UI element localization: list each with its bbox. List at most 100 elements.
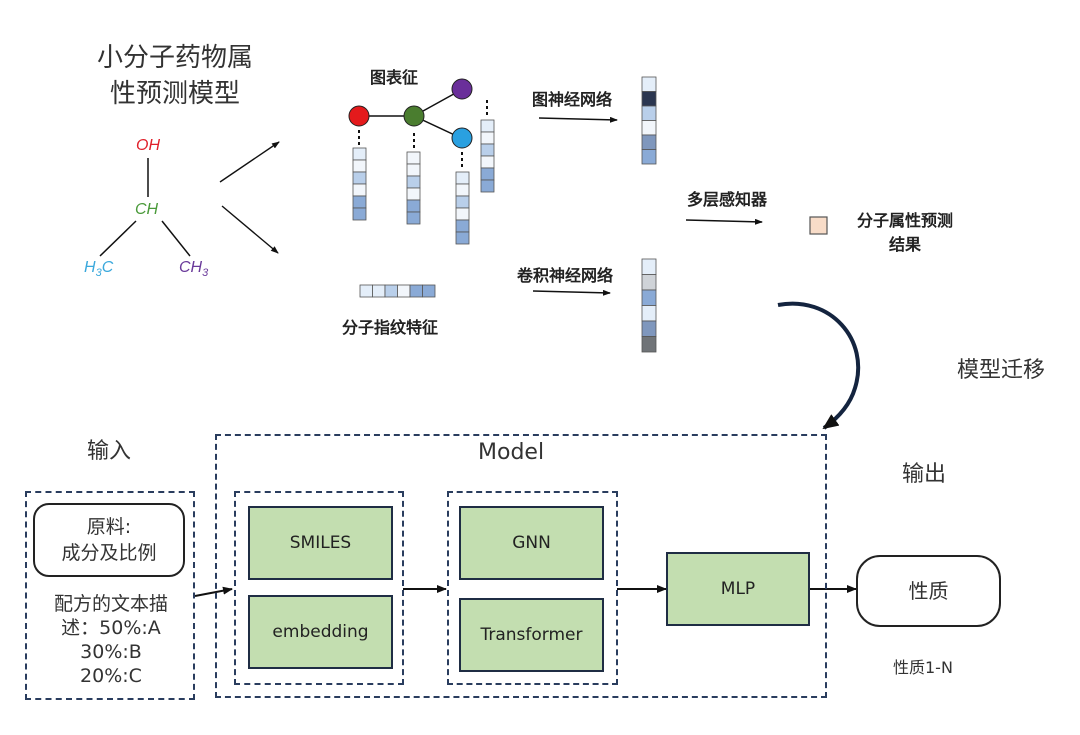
- vector-cell: [352, 195, 367, 209]
- arrow-input-to-model: [194, 586, 233, 597]
- output-property-box[interactable]: 性质: [856, 555, 1001, 627]
- ch3-ch: CH: [179, 259, 203, 276]
- vector-cell: [480, 131, 495, 145]
- vector-cell: [455, 195, 470, 209]
- vector-cell: [406, 175, 421, 189]
- vector-cell: [352, 147, 367, 161]
- cnn-output-vector: [641, 258, 657, 353]
- cnn-label: 卷积神经网络: [517, 266, 614, 285]
- atom-h3c: H3C: [84, 259, 113, 279]
- top-title-line2: 性预测模型: [109, 79, 240, 109]
- result-label-line2: 结果: [888, 235, 921, 254]
- gnn-arrow: [538, 116, 618, 123]
- mlp-block[interactable]: MLP: [666, 552, 810, 626]
- vector-cell: [641, 320, 657, 337]
- top-title-line1: 小分子药物属: [96, 43, 253, 73]
- vector-cell: [406, 151, 421, 165]
- smiles-block[interactable]: SMILES: [248, 506, 393, 580]
- embedding-block[interactable]: embedding: [248, 595, 393, 669]
- atom-ch3: CH3: [179, 259, 208, 279]
- arrow-to-fingerprint: [221, 205, 279, 254]
- vector-cell: [641, 120, 657, 136]
- input-box-line1: 原料:: [86, 516, 132, 538]
- cnn-arrow: [532, 289, 611, 296]
- atom-ch: CH: [135, 201, 159, 218]
- vector-cell: [384, 284, 398, 298]
- vector-cell: [641, 76, 657, 92]
- result-label: 分子属性预测 结果: [845, 207, 965, 255]
- vector-cell: [641, 91, 657, 107]
- vector-cell: [406, 187, 421, 201]
- input-desc-line3: 30%:B: [80, 641, 142, 663]
- vector-cell: [455, 207, 470, 221]
- fingerprint-label: 分子指纹特征: [342, 318, 439, 337]
- top-title: 小分子药物属 性预测模型: [80, 40, 270, 112]
- transfer-label: 模型迁移: [957, 358, 1046, 383]
- mlp-label: 多层感知器: [687, 190, 768, 209]
- input-desc-line4: 20%:C: [80, 665, 142, 687]
- node-vector-blue: [455, 171, 470, 245]
- vector-cell: [641, 305, 657, 322]
- input-box-line2: 成分及比例: [61, 542, 157, 564]
- gnn-output-vector: [641, 76, 657, 165]
- h3c-c: C: [101, 259, 114, 276]
- transformer-block[interactable]: Transformer: [459, 598, 604, 672]
- vector-cell: [641, 336, 657, 353]
- h3c-h: H: [84, 259, 96, 276]
- vector-cell: [641, 274, 657, 291]
- vector-cell: [455, 219, 470, 233]
- vector-cell: [480, 179, 495, 193]
- node-vector-green: [406, 151, 421, 225]
- vector-cell: [480, 155, 495, 169]
- vector-cell: [641, 134, 657, 150]
- bond-ch-ch3: [161, 220, 191, 257]
- h3c-sub: 3: [95, 267, 102, 280]
- vector-cell: [352, 207, 367, 221]
- vector-cell: [641, 289, 657, 306]
- node-vector-purple: [480, 119, 495, 193]
- gnn-label: 图神经网络: [532, 90, 613, 109]
- graph-node-purple: [451, 78, 473, 100]
- vector-cell: [372, 284, 386, 298]
- vector-cell: [352, 183, 367, 197]
- input-group: [25, 491, 195, 700]
- graph-feature-label: 图表征: [370, 68, 419, 87]
- input-materials-box[interactable]: 原料: 成分及比例: [33, 503, 185, 577]
- vector-cell: [455, 231, 470, 245]
- fingerprint-vector: [359, 284, 436, 298]
- output-heading: 输出: [902, 462, 947, 487]
- transfer-arrow: [777, 301, 861, 430]
- vector-cell: [455, 183, 470, 197]
- vector-cell: [480, 143, 495, 157]
- vector-cell: [352, 159, 367, 173]
- vector-cell: [480, 119, 495, 133]
- backbone-group: [447, 491, 618, 685]
- input-desc-line1: 配方的文本描: [53, 593, 168, 615]
- vector-cell: [406, 211, 421, 225]
- vector-cell: [359, 284, 373, 298]
- model-heading: Model: [478, 440, 545, 465]
- graph-node-green: [403, 105, 425, 127]
- vector-cell: [422, 284, 436, 298]
- encoder-group: [234, 491, 404, 685]
- vector-cell: [641, 149, 657, 165]
- vector-cell: [641, 258, 657, 275]
- arrow-to-graph: [219, 141, 280, 183]
- input-desc-line2: 述：50%:A: [61, 617, 161, 639]
- vector-cell: [397, 284, 411, 298]
- vector-cell: [352, 171, 367, 185]
- vector-cell: [480, 167, 495, 181]
- model-group: [215, 434, 827, 698]
- node-dots: [358, 100, 488, 167]
- vector-cell: [409, 284, 423, 298]
- result-square: [809, 216, 828, 235]
- node-vector-red: [352, 147, 367, 221]
- mlp-arrow: [685, 218, 763, 225]
- vector-cell: [406, 163, 421, 177]
- input-description: 配方的文本描 述：50%:A 30%:B 20%:C: [30, 592, 192, 688]
- vector-cell: [406, 199, 421, 213]
- bond-ch-h3c: [99, 220, 137, 257]
- vector-cell: [455, 171, 470, 185]
- gnn-block[interactable]: GNN: [459, 506, 604, 580]
